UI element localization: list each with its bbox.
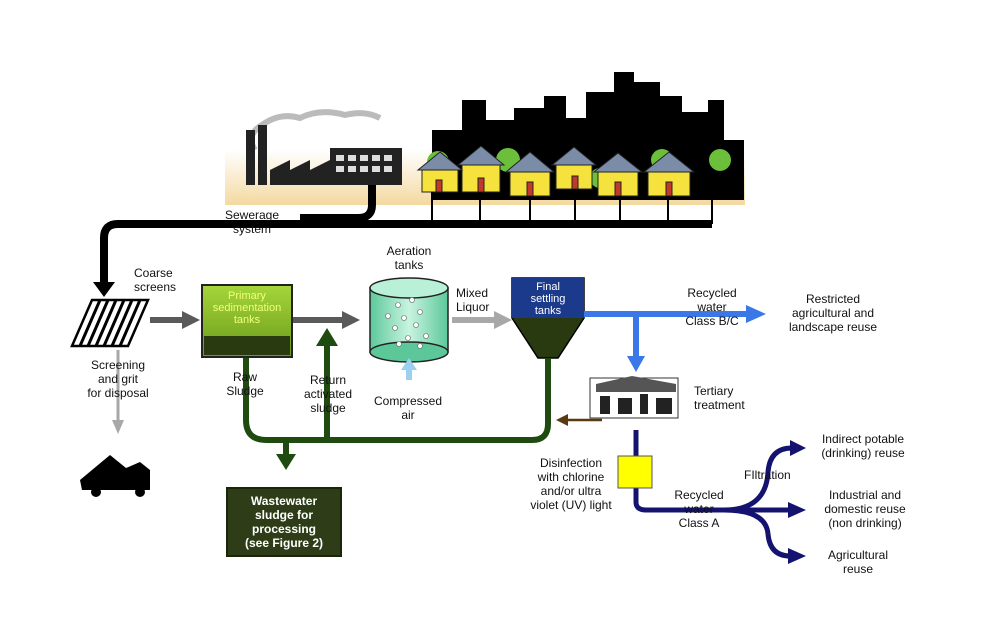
disinfection-line-2: with chlorine xyxy=(537,470,605,484)
bc-line-1: Recycled xyxy=(687,286,737,300)
return-sludge-arrowhead xyxy=(316,328,338,346)
label-raw-sludge: Raw Sludge xyxy=(220,370,270,398)
indirect-line-1: Indirect potable xyxy=(821,432,905,446)
disinfection-line-3: and/or ultra xyxy=(540,484,602,498)
grey-flow-arrows xyxy=(112,311,512,434)
tertiary-return-arrowhead xyxy=(556,414,568,426)
final-line-1: Final xyxy=(536,281,560,293)
class-a-flow xyxy=(633,430,793,559)
a-line-3: Class A xyxy=(678,516,720,530)
label-tertiary: Tertiary treatment xyxy=(694,384,745,412)
wastewater-sludge-box: Wastewater sludge for processing (see Fi… xyxy=(226,487,342,557)
screening-line-2: and grit xyxy=(97,372,139,386)
primary-line-3: tanks xyxy=(233,314,261,326)
indirect-line-2: (drinking) reuse xyxy=(821,446,905,460)
sewer-flow xyxy=(100,185,712,286)
restricted-line-1: Restricted xyxy=(805,292,861,306)
to-sludge-arrowhead xyxy=(276,454,296,470)
industrial-line-3: (non drinking) xyxy=(828,516,902,530)
air-line-1: Compressed xyxy=(373,394,443,408)
disinfection-line-4: violet (UV) light xyxy=(530,498,612,512)
tertiary-line-2: treatment xyxy=(694,398,745,412)
aeration-tank xyxy=(369,277,449,380)
label-final-settling: Final settling tanks xyxy=(512,281,584,317)
label-return-sludge: Return activated sludge xyxy=(296,373,360,415)
restricted-line-2: agricultural and xyxy=(791,306,875,320)
primary-tank xyxy=(201,284,293,358)
raw-line-1: Raw xyxy=(232,370,257,384)
sludge-lines xyxy=(243,344,551,456)
primary-line-1: Primary xyxy=(228,290,266,302)
filtration-text: FIltration xyxy=(744,468,791,482)
factory xyxy=(246,109,402,185)
a-line-1: Recycled xyxy=(674,488,724,502)
houses xyxy=(416,145,696,197)
mixed-line-2: Liquor xyxy=(456,300,490,314)
aeration-line-1: Aeration xyxy=(386,244,432,258)
label-filtration: FIltration xyxy=(744,468,791,482)
label-recycled-bc: Recycled water Class B/C xyxy=(676,286,748,328)
label-restricted-reuse: Restricted agricultural and landscape re… xyxy=(778,292,888,334)
label-coarse-screens: Coarse screens xyxy=(134,266,176,294)
bc-line-3: Class B/C xyxy=(685,314,739,328)
agri-line-2: reuse xyxy=(842,562,874,576)
class-bc-flow xyxy=(584,305,766,372)
sewerage-line-2: system xyxy=(232,222,271,236)
sludge-line-2: sludge for xyxy=(254,508,313,522)
final-settling-tank xyxy=(511,277,585,359)
sludge-line-4: (see Figure 2) xyxy=(244,536,324,550)
aeration-line-2: tanks xyxy=(394,258,424,272)
industrial-line-1: Industrial and xyxy=(828,488,902,502)
coarse-line-2: screens xyxy=(134,280,177,294)
label-industrial-domestic: Industrial and domestic reuse (non drink… xyxy=(810,488,920,530)
label-sewerage-system: Sewerage system xyxy=(222,208,282,236)
primary-line-2: sedimentation xyxy=(212,302,282,314)
final-line-3: tanks xyxy=(534,305,562,317)
label-screening-grit: Screening and grit for disposal xyxy=(80,358,156,400)
mixed-line-1: Mixed xyxy=(456,286,489,300)
disinfection-line-1: Disinfection xyxy=(539,456,603,470)
label-aeration-tanks: Aeration tanks xyxy=(374,244,444,272)
label-mixed-liquor: Mixed Liquor xyxy=(456,286,489,314)
sludge-line-3: processing xyxy=(251,522,317,536)
restricted-line-3: landscape reuse xyxy=(788,320,878,334)
tertiary-line-1: Tertiary xyxy=(694,384,734,398)
sludge-line-1: Wastewater xyxy=(250,494,318,508)
bc-line-2: water xyxy=(697,300,727,314)
screening-line-1: Screening xyxy=(90,358,146,372)
class-a-arrowheads xyxy=(788,440,806,564)
label-recycled-a: Recycled water Class A xyxy=(664,488,734,530)
return-line-3: sludge xyxy=(310,401,346,415)
label-primary-tanks: Primary sedimentation tanks xyxy=(202,290,292,326)
disinfection-unit xyxy=(617,455,653,489)
sewerage-line-1: Sewerage xyxy=(224,208,280,222)
coarse-line-1: Coarse xyxy=(134,266,173,280)
sewer-arrowhead xyxy=(93,282,115,297)
final-line-2: settling xyxy=(530,293,566,305)
return-line-1: Return xyxy=(309,373,347,387)
label-agricultural-reuse: Agricultural reuse xyxy=(808,548,908,576)
tertiary-plant-icon xyxy=(589,376,679,419)
raw-line-2: Sludge xyxy=(226,384,264,398)
return-line-2: activated xyxy=(303,387,353,401)
label-indirect-potable: Indirect potable (drinking) reuse xyxy=(808,432,918,460)
label-disinfection: Disinfection with chlorine and/or ultra … xyxy=(526,456,616,512)
a-line-2: water xyxy=(684,502,714,516)
dump-truck-icon xyxy=(80,455,150,497)
agri-line-1: Agricultural xyxy=(827,548,889,562)
house-drains xyxy=(431,189,713,224)
coarse-screen-icon xyxy=(70,298,150,348)
air-line-2: air xyxy=(401,408,415,422)
screening-line-3: for disposal xyxy=(87,386,149,400)
industrial-line-2: domestic reuse xyxy=(824,502,906,516)
label-compressed-air: Compressed air xyxy=(366,394,450,422)
city-scene xyxy=(225,72,745,224)
